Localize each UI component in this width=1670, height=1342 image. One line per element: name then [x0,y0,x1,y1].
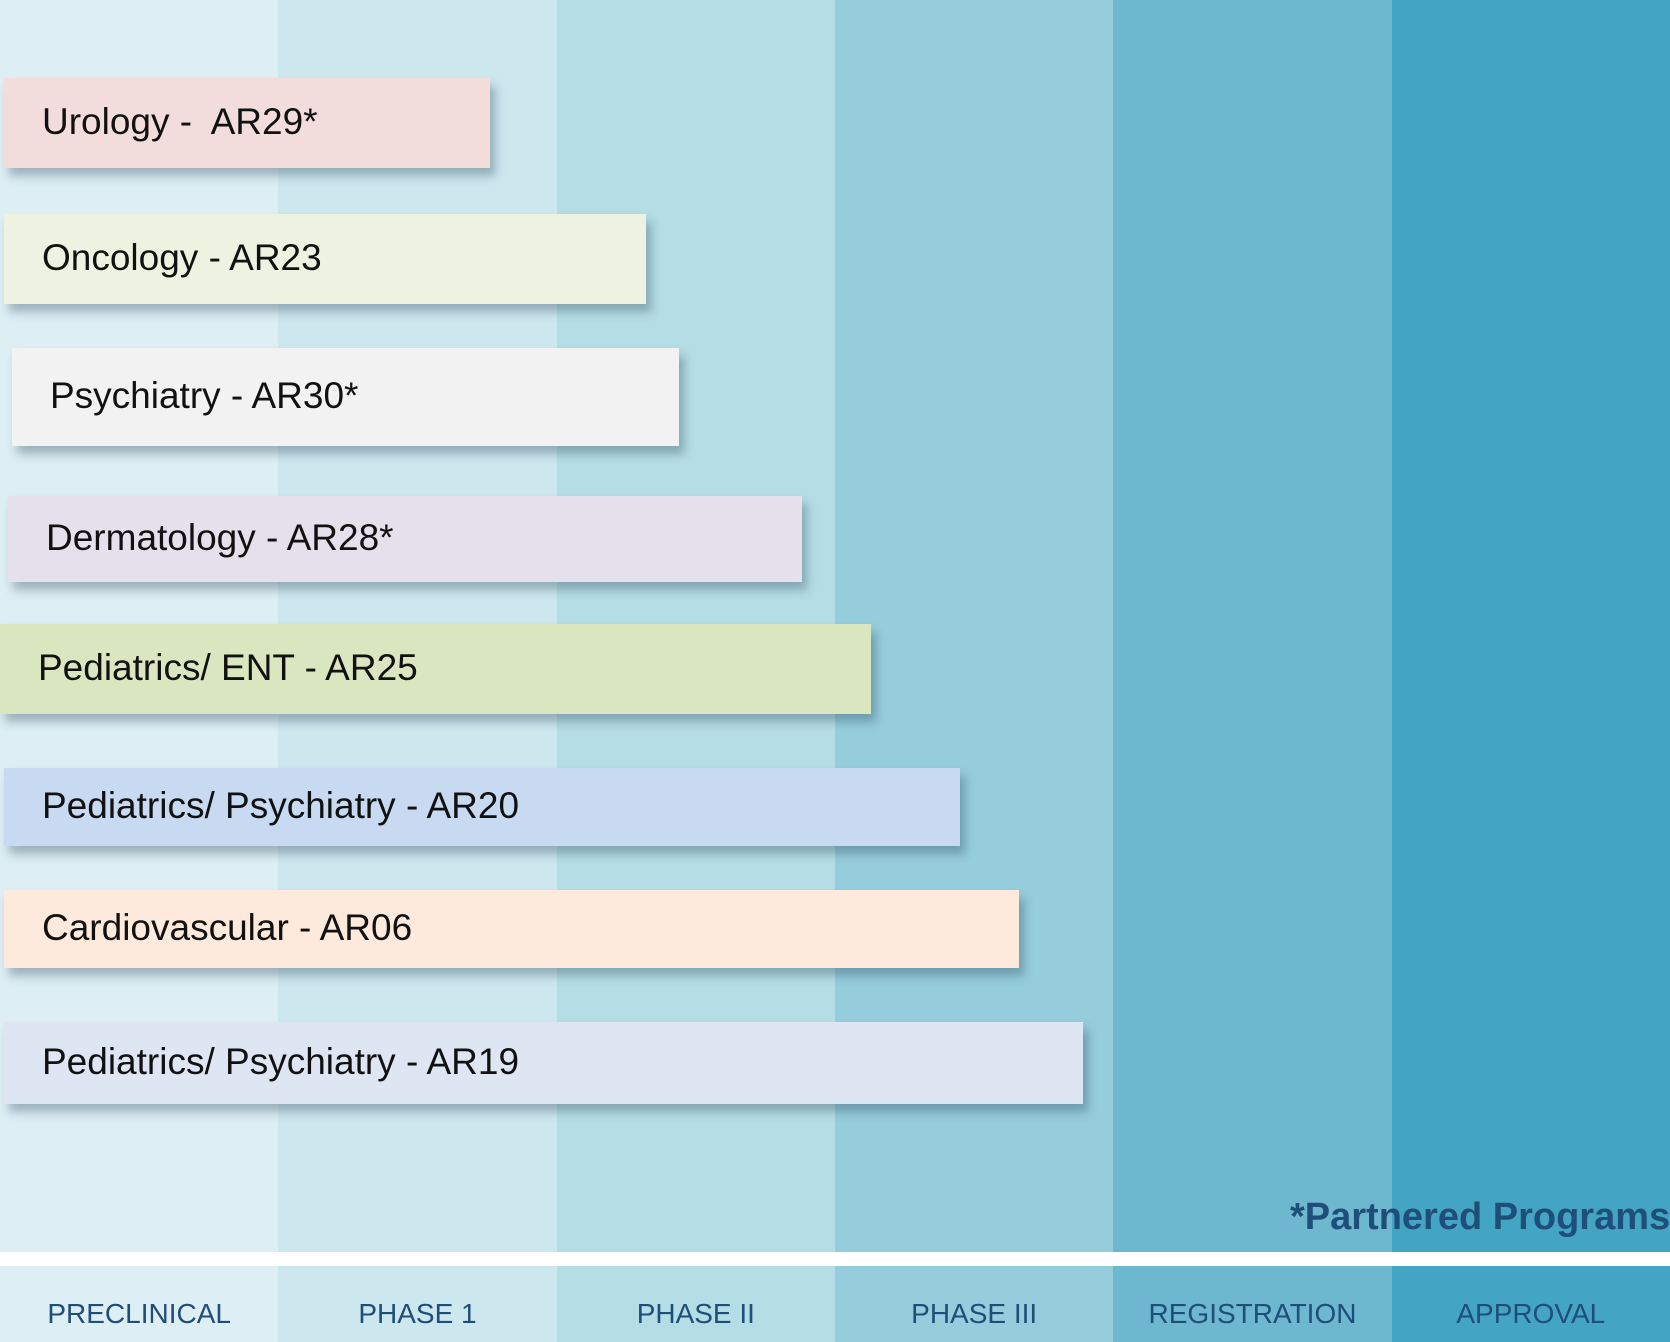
program-bar-label: Cardiovascular - AR06 [42,907,413,948]
phase-column-registration [1113,0,1393,1342]
program-bar-label: Pediatrics/ Psychiatry - AR19 [42,1041,520,1082]
phase-column-phase-iii [835,0,1115,1342]
program-bar-label: Pediatrics/ Psychiatry - AR20 [42,785,520,826]
phase-label-phase-ii: PHASE II [636,1298,755,1329]
program-bar-label: Pediatrics/ ENT - AR25 [38,647,418,688]
program-bar [4,1022,1083,1104]
program-bar [4,768,961,846]
program-bar-label: Urology - AR29* [42,101,318,142]
program-bar [12,348,680,446]
partnered-programs-note: *Partnered Programs [1290,1196,1670,1238]
program-bar-label: Oncology - AR23 [42,237,322,278]
phase-label-phase-iii: PHASE III [911,1298,1038,1329]
phase-column-approval [1391,0,1670,1342]
program-bar-label: Psychiatry - AR30* [50,375,359,416]
phase-label-registration: REGISTRATION [1148,1298,1357,1329]
program-bar [0,624,872,714]
phase-label-phase-1: PHASE 1 [358,1298,477,1329]
program-bar-label: Dermatology - AR28* [46,517,394,558]
axis-divider [0,1252,1670,1266]
program-bar [4,890,1019,968]
program-bar [4,214,646,304]
phase-label-preclinical: PRECLINICAL [47,1298,231,1329]
program-bar [8,496,802,582]
phase-label-approval: APPROVAL [1456,1298,1606,1329]
program-bar [4,78,490,168]
